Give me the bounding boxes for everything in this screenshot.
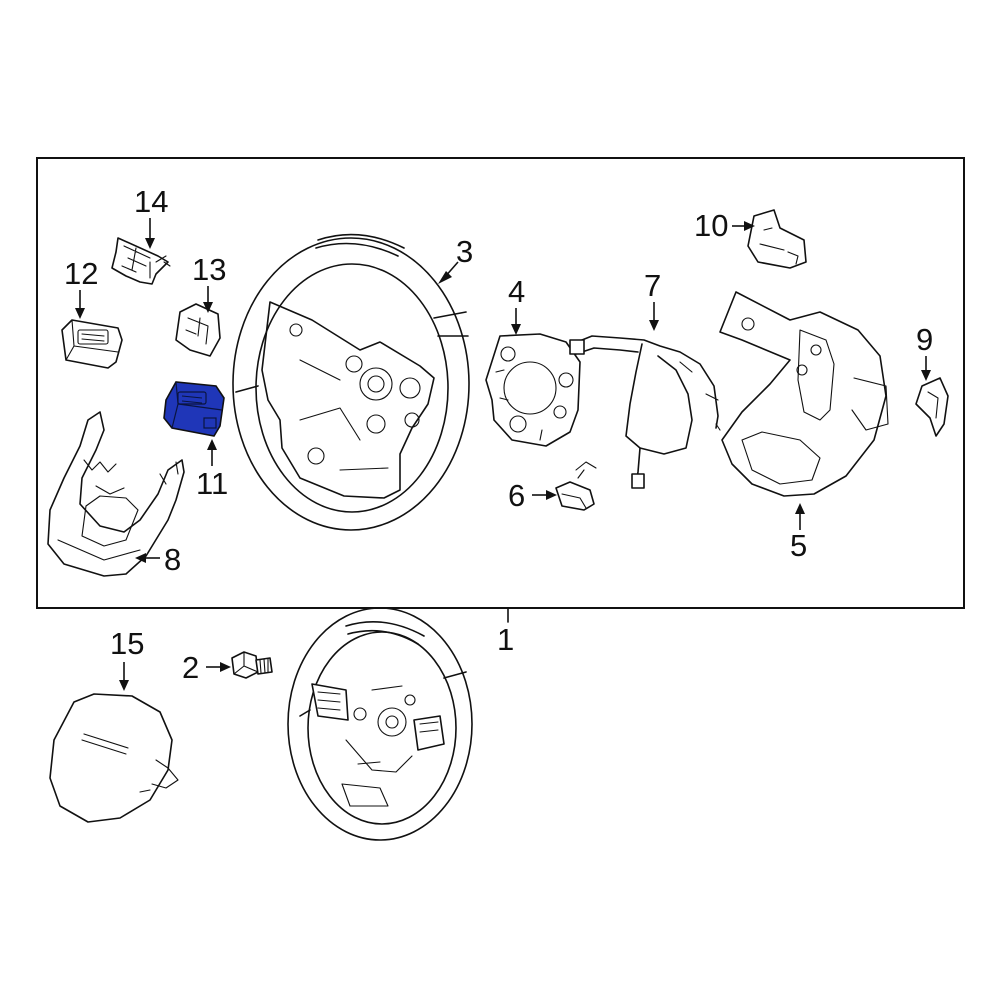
callout-15-label: 15	[110, 626, 144, 661]
part-4-mounting-plate[interactable]	[485, 333, 581, 447]
callout-1[interactable]: 1	[497, 607, 514, 657]
callout-11-label: 11	[196, 466, 228, 501]
part-11-switch-highlighted[interactable]	[163, 381, 225, 437]
callout-1-label: 1	[497, 622, 514, 657]
part-15-airbag-module[interactable]	[49, 693, 179, 823]
assembly-group-frame	[36, 157, 965, 609]
callout-8[interactable]: 8	[135, 542, 181, 577]
part-13-bracket[interactable]	[175, 303, 221, 357]
callout-6[interactable]: 6	[508, 478, 557, 513]
callout-9[interactable]: 9	[916, 322, 933, 381]
callout-14[interactable]: 14	[134, 184, 168, 249]
part-8-lower-trim-cover[interactable]	[47, 411, 185, 577]
callout-9-label: 9	[916, 322, 933, 357]
callout-3[interactable]: 3	[438, 234, 473, 284]
part-3-steering-wheel[interactable]	[232, 233, 470, 531]
part-10-cover[interactable]	[747, 209, 807, 269]
callout-8-label: 8	[164, 542, 181, 577]
callout-11[interactable]: 11	[196, 439, 228, 501]
callout-13-label: 13	[192, 252, 226, 287]
part-12-switch[interactable]	[61, 319, 123, 369]
part-7-wiring-harness[interactable]	[569, 335, 721, 489]
callout-12-label: 12	[64, 256, 98, 291]
part-6-sensor[interactable]	[555, 461, 597, 511]
callout-5-label: 5	[790, 528, 807, 563]
callout-13[interactable]: 13	[192, 252, 226, 313]
callout-2[interactable]: 2	[182, 650, 231, 685]
callout-14-label: 14	[134, 184, 168, 219]
part-2-bolt[interactable]	[231, 651, 273, 679]
callout-10-label: 10	[694, 208, 728, 243]
assembled-steering-wheel[interactable]	[287, 607, 473, 841]
callout-3-label: 3	[456, 234, 473, 269]
callout-4[interactable]: 4	[508, 274, 525, 335]
callout-2-label: 2	[182, 650, 199, 685]
callout-12[interactable]: 12	[64, 256, 98, 319]
callout-7-label: 7	[644, 268, 661, 303]
part-9-clip[interactable]	[915, 377, 949, 437]
callout-6-label: 6	[508, 478, 525, 513]
callout-7[interactable]: 7	[644, 268, 661, 331]
callout-5[interactable]: 5	[790, 503, 807, 563]
callout-4-label: 4	[508, 274, 525, 309]
callout-10[interactable]: 10	[694, 208, 755, 243]
part-5-rear-cover[interactable]	[719, 291, 889, 497]
callout-15[interactable]: 15	[110, 626, 144, 691]
part-14-bracket[interactable]	[111, 237, 171, 285]
